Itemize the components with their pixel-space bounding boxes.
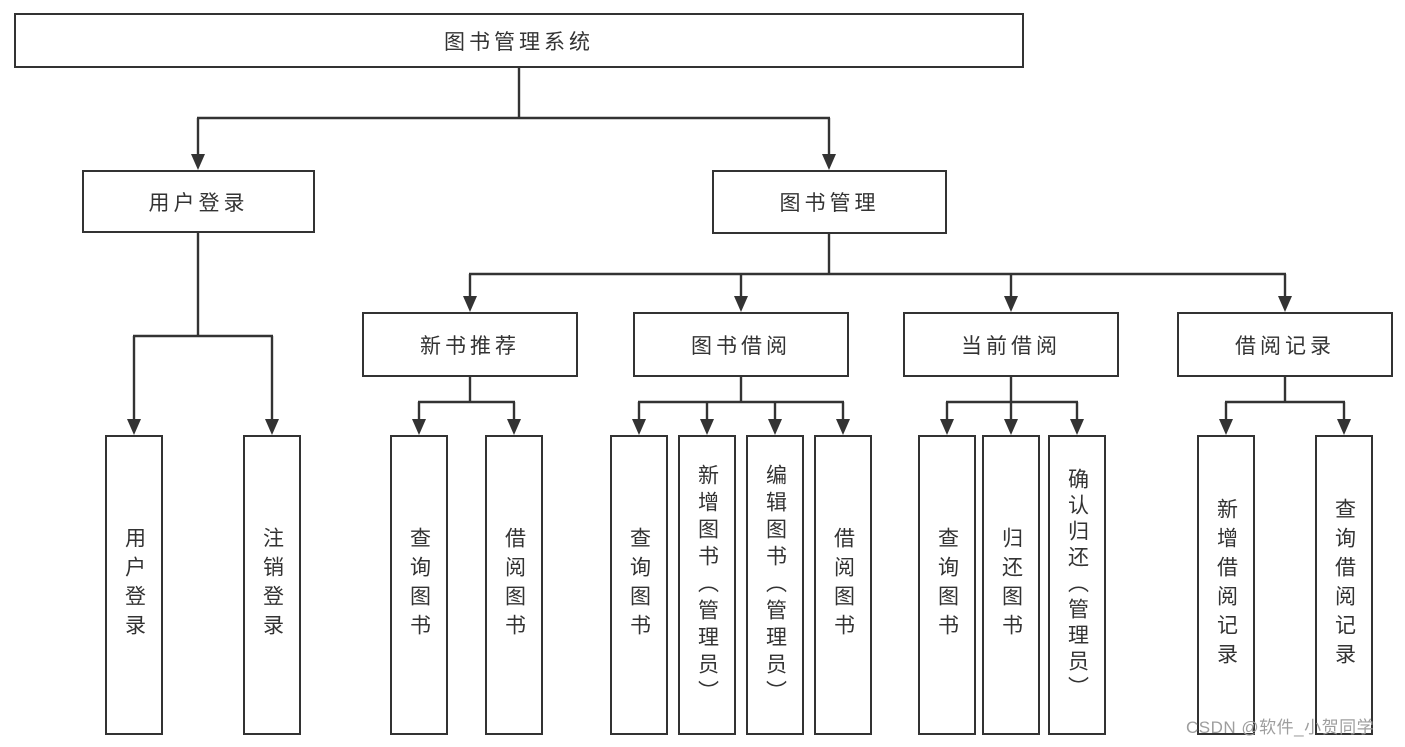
leaf-query-books-borrow: 查询图书 xyxy=(610,435,668,735)
node-current-borrowing: 当前借阅 xyxy=(903,312,1119,377)
arrowhead-icon xyxy=(1219,419,1233,435)
leaf-label: 查询图书 xyxy=(407,527,431,643)
arrowhead-icon xyxy=(836,419,850,435)
leaf-label: 注销登录 xyxy=(260,527,284,643)
node-user-login: 用户登录 xyxy=(82,170,315,233)
book-management-connectors xyxy=(463,233,1292,312)
root-connectors xyxy=(191,68,836,170)
arrowhead-icon xyxy=(1337,419,1351,435)
node-library-management-system: 图书管理系统 xyxy=(14,13,1024,68)
leaf-label: 查询图书 xyxy=(627,527,651,643)
node-book-borrowing: 图书借阅 xyxy=(633,312,849,377)
arrowhead-icon xyxy=(412,419,426,435)
node-new-book-recommendation: 新书推荐 xyxy=(362,312,578,377)
user-login-connectors xyxy=(127,233,279,435)
arrowhead-icon xyxy=(265,419,279,435)
current-borrowing-connectors xyxy=(940,377,1084,435)
arrowhead-icon xyxy=(632,419,646,435)
leaf-user-login: 用户登录 xyxy=(105,435,163,735)
arrowhead-icon xyxy=(1004,296,1018,312)
book-borrowing-connectors xyxy=(632,377,850,435)
leaf-query-books-recommend: 查询图书 xyxy=(390,435,448,735)
leaf-return-book: 归还图书 xyxy=(982,435,1040,735)
arrowhead-icon xyxy=(507,419,521,435)
node-book-management: 图书管理 xyxy=(712,170,947,234)
leaf-add-borrow-record: 新增借阅记录 xyxy=(1197,435,1255,735)
leaf-label: 确认归还（管理员） xyxy=(1065,468,1089,702)
arrowhead-icon xyxy=(768,419,782,435)
leaf-label: 用户登录 xyxy=(122,527,146,643)
leaf-label: 借阅图书 xyxy=(831,527,855,643)
arrowhead-icon xyxy=(1004,419,1018,435)
leaf-edit-book-admin: 编辑图书（管理员） xyxy=(746,435,804,735)
leaf-add-book-admin: 新增图书（管理员） xyxy=(678,435,736,735)
borrowing-records-connectors xyxy=(1219,377,1351,435)
leaf-borrow-books-recommend: 借阅图书 xyxy=(485,435,543,735)
arrowhead-icon xyxy=(734,296,748,312)
leaf-label: 新增借阅记录 xyxy=(1214,498,1238,672)
watermark-csdn: CSDN @软件_小贺同学 xyxy=(1186,718,1375,737)
leaf-label: 查询借阅记录 xyxy=(1332,498,1356,672)
leaf-label: 新增图书（管理员） xyxy=(695,463,719,707)
leaf-label: 归还图书 xyxy=(999,527,1023,643)
leaf-label: 编辑图书（管理员） xyxy=(763,463,787,707)
leaf-logout: 注销登录 xyxy=(243,435,301,735)
leaf-borrow-books-borrow: 借阅图书 xyxy=(814,435,872,735)
arrowhead-icon xyxy=(127,419,141,435)
arrowhead-icon xyxy=(463,296,477,312)
node-borrowing-records: 借阅记录 xyxy=(1177,312,1393,377)
arrowhead-icon xyxy=(191,154,205,170)
arrowhead-icon xyxy=(822,154,836,170)
new-book-recommendation-connectors xyxy=(412,377,521,435)
arrowhead-icon xyxy=(940,419,954,435)
arrowhead-icon xyxy=(700,419,714,435)
leaf-confirm-return-admin: 确认归还（管理员） xyxy=(1048,435,1106,735)
leaf-label: 查询图书 xyxy=(935,527,959,643)
leaf-label: 借阅图书 xyxy=(502,527,526,643)
arrowhead-icon xyxy=(1278,296,1292,312)
leaf-query-books-current: 查询图书 xyxy=(918,435,976,735)
leaf-query-borrow-record: 查询借阅记录 xyxy=(1315,435,1373,735)
arrowhead-icon xyxy=(1070,419,1084,435)
